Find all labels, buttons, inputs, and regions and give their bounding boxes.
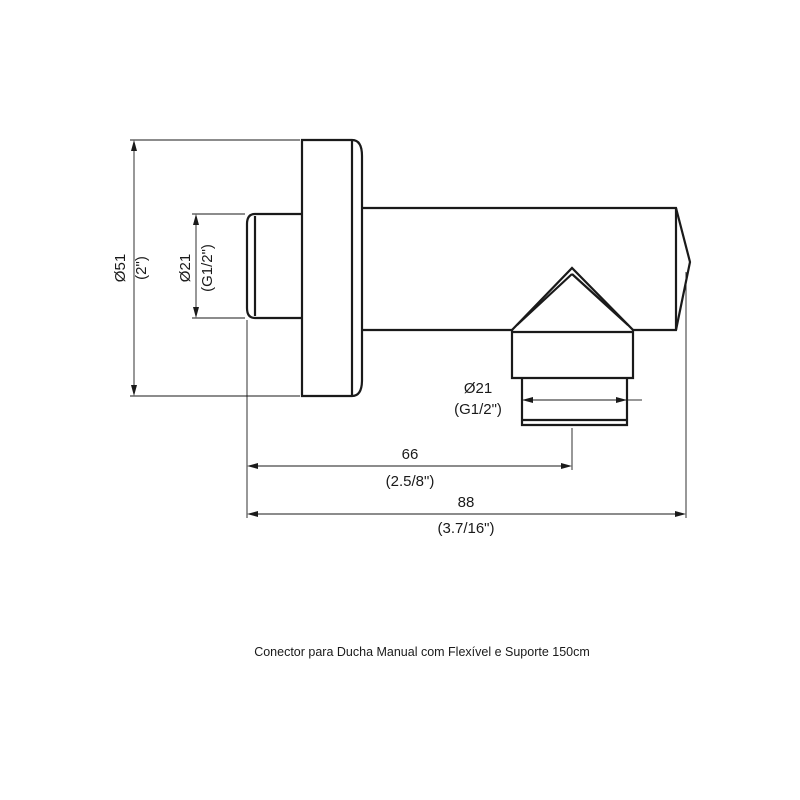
- dim-inlet-thread-metric: Ø21: [177, 254, 194, 282]
- arrow-flange-bottom: [131, 385, 137, 396]
- arrow-66-left: [247, 463, 258, 469]
- arrow-66-right: [561, 463, 572, 469]
- arrow-88-right: [675, 511, 686, 517]
- drawing-caption: Conector para Ducha Manual com Flexível …: [254, 645, 590, 659]
- inlet-stub: [245, 212, 302, 320]
- arrow-outlet-left: [522, 397, 533, 403]
- dim-flange-diameter-metric: Ø51: [112, 254, 129, 282]
- outlet-thread: [520, 378, 629, 427]
- part-outline: [245, 138, 692, 427]
- dim-overall-length-imperial: (3.7/16"): [437, 520, 494, 537]
- outlet-hex: [510, 266, 635, 380]
- arrow-flange-top: [131, 140, 137, 151]
- main-body: [362, 206, 692, 332]
- dimension-lines: [130, 139, 687, 518]
- hex-chamfer-left: [516, 273, 573, 326]
- dim-outlet-offset-metric: 66: [402, 446, 419, 463]
- wall-flange: [300, 138, 364, 398]
- dim-flange-diameter-imperial: (2"): [133, 256, 150, 280]
- arrow-outlet-right: [616, 397, 627, 403]
- dim-outlet-thread-imperial: (G1/2"): [454, 401, 502, 418]
- dim-outlet-thread-metric: Ø21: [464, 380, 492, 397]
- dim-inlet-thread-imperial: (G1/2"): [199, 244, 216, 292]
- arrow-88-left: [247, 511, 258, 517]
- dim-overall-length-metric: 88: [458, 494, 475, 511]
- hex-chamfer-right: [571, 273, 629, 326]
- arrow-inlet-top: [193, 214, 199, 225]
- arrow-inlet-bottom: [193, 307, 199, 318]
- dim-outlet-offset-imperial: (2.5/8"): [386, 473, 435, 490]
